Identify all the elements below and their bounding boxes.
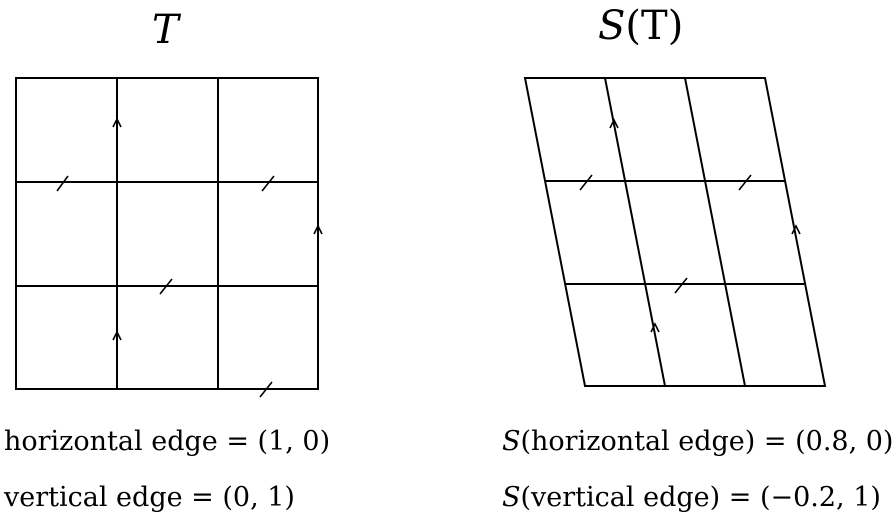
grid-st-tick-3: [674, 277, 688, 294]
caption-vertical-edge: vertical edge = (0, 1): [4, 484, 295, 511]
right-title-function: S: [598, 3, 626, 49]
grid-st: [523, 77, 827, 387]
caption-vertical-edge-text: vertical edge = (0, 1): [4, 482, 295, 513]
grid-st-border: [523, 77, 827, 387]
right-title: S(T): [598, 6, 683, 46]
grid-t: [15, 77, 323, 398]
grid-t-tick-1: [56, 175, 69, 192]
caption-s-horizontal-edge: S(horizontal edge) = (0.8, 0): [502, 428, 892, 455]
grid-st-arrow-1: [609, 118, 619, 129]
grid-st-vline-2: [684, 77, 746, 387]
grid-t-tick-2: [261, 175, 275, 192]
grid-st-arrow-2: [791, 224, 801, 235]
right-title-argument: (T): [625, 3, 684, 49]
grid-t-arrow-1: [112, 117, 122, 128]
caption-s-vertical-func: S: [502, 482, 521, 513]
caption-s-horizontal-func: S: [502, 426, 521, 457]
caption-s-horizontal-edge-text: (horizontal edge) = (0.8, 0): [520, 426, 892, 457]
grid-t-arrow-2: [313, 224, 323, 235]
grid-t-tick-3: [159, 278, 173, 295]
grid-st-arrow-3: [650, 322, 660, 333]
grid-st-vline-1: [604, 77, 666, 387]
caption-horizontal-edge-text: horizontal edge = (1, 0): [4, 426, 331, 457]
grid-st-tick-1: [579, 174, 593, 191]
caption-s-vertical-edge-text: (vertical edge) = (−0.2, 1): [520, 482, 881, 513]
left-title: T: [152, 10, 179, 50]
caption-s-vertical-edge: S(vertical edge) = (−0.2, 1): [502, 484, 881, 511]
left-title-symbol: T: [152, 7, 179, 53]
caption-horizontal-edge: horizontal edge = (1, 0): [4, 428, 330, 455]
grid-t-arrow-3: [112, 330, 122, 341]
grid-t-tick-4: [259, 381, 273, 398]
grid-t-border: [15, 77, 319, 390]
diagram-canvas: [15, 77, 827, 398]
grid-st-tick-2: [738, 174, 752, 191]
